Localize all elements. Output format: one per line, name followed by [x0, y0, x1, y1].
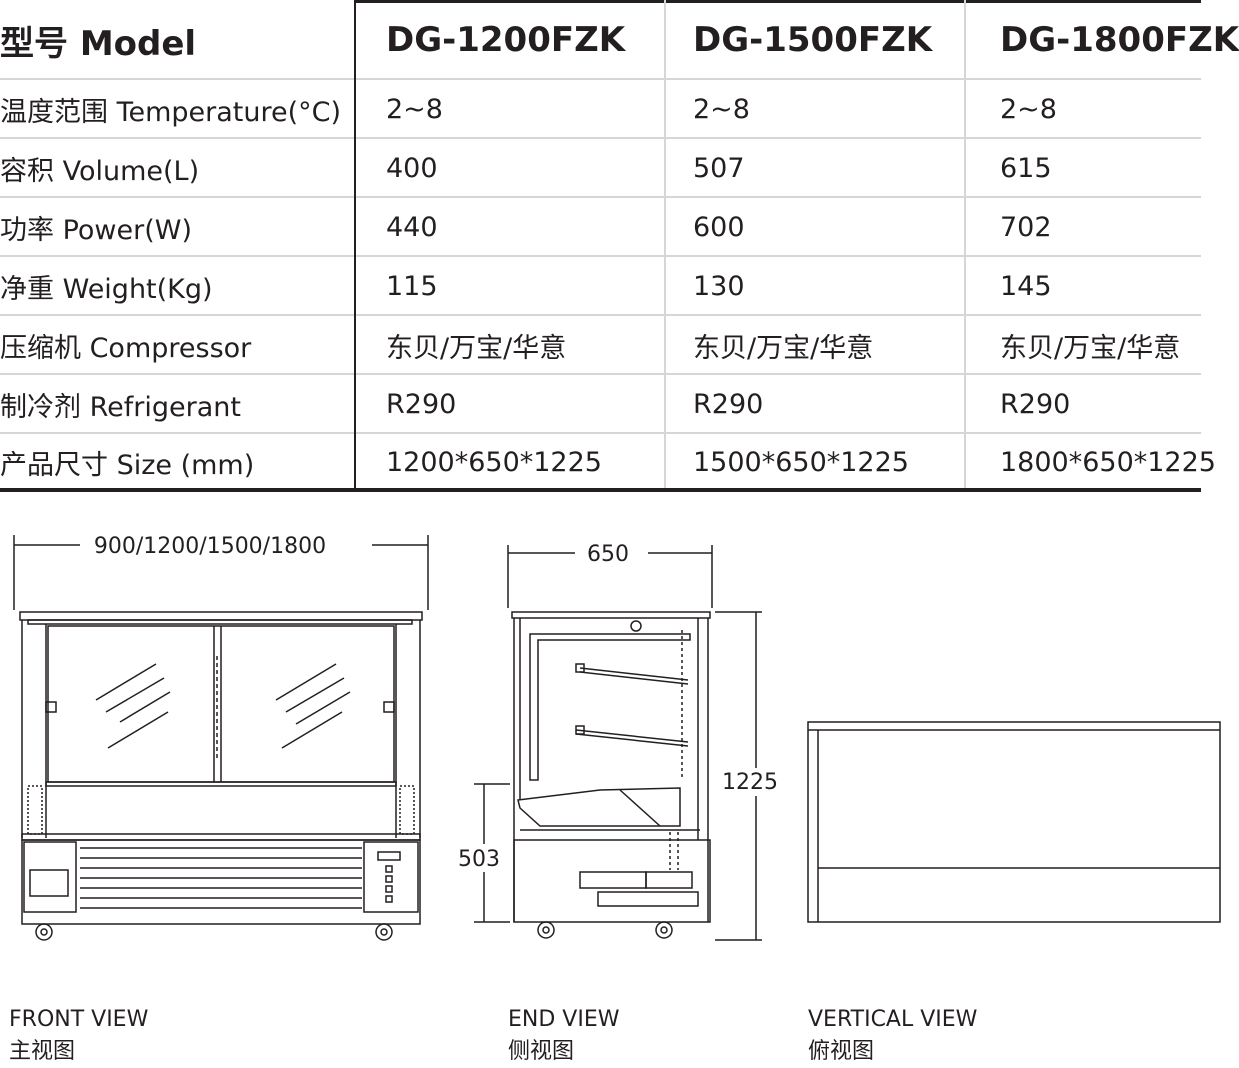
spec-table: 型号 Model DG-1200FZK DG-1500FZK DG-1800FZ…	[0, 0, 1239, 492]
column-divider	[664, 0, 666, 490]
row-divider	[0, 373, 1201, 375]
cell-value: R290	[693, 389, 764, 420]
model-header-3: DG-1800FZK	[1000, 20, 1239, 60]
cell-value: 615	[1000, 153, 1052, 184]
end-view-label-en: END VIEW	[508, 1007, 620, 1032]
cell-value: 130	[693, 271, 745, 302]
column-divider	[964, 0, 966, 490]
cell-value: 1500*650*1225	[693, 446, 909, 478]
row-divider	[0, 314, 1201, 316]
cell-value: 702	[1000, 212, 1052, 243]
end-view-label-zh: 侧视图	[508, 1039, 575, 1064]
row-label: 制冷剂 Refrigerant	[0, 392, 241, 423]
column-divider-main	[354, 0, 356, 492]
model-header-label: 型号 Model	[0, 23, 197, 64]
cell-value: 2~8	[1000, 94, 1057, 125]
front-view-label-en: FRONT VIEW	[9, 1007, 149, 1032]
row-label: 功率 Power(W)	[0, 215, 192, 246]
row-label: 温度范围 Temperature(°C)	[0, 97, 342, 128]
cell-value: 东贝/万宝/华意	[1000, 333, 1181, 364]
cell-value: 2~8	[693, 94, 750, 125]
row-divider	[0, 255, 1201, 257]
front-view-label-zh: 主视图	[9, 1039, 76, 1064]
cell-value: 1200*650*1225	[386, 446, 602, 478]
row-label: 压缩机 Compressor	[0, 333, 252, 364]
row-divider	[0, 196, 1201, 198]
table-header-row: 型号 Model DG-1200FZK DG-1500FZK DG-1800FZ…	[0, 0, 1239, 80]
row-divider	[0, 137, 1201, 139]
cell-value: 东贝/万宝/华意	[386, 333, 567, 364]
vertical-view-label-en: VERTICAL VIEW	[808, 1007, 978, 1032]
front-view-drawing	[13, 535, 429, 941]
cell-value: 440	[386, 212, 438, 243]
cell-value: 400	[386, 153, 438, 184]
table-row-power: 功率 Power(W) 440 600 702	[0, 198, 1201, 257]
row-divider	[0, 432, 1201, 434]
end-view-caption: END VIEW 侧视图	[508, 1004, 619, 1068]
table-row-size: 产品尺寸 Size (mm) 1200*650*1225 1500*650*12…	[0, 434, 1216, 490]
vertical-view-label-zh: 俯视图	[808, 1039, 875, 1064]
row-label: 容积 Volume(L)	[0, 156, 200, 187]
cell-value: 1800*650*1225	[1000, 446, 1216, 478]
table-row-refrigerant: 制冷剂 Refrigerant R290 R290 R290	[0, 375, 1201, 434]
cell-value: 600	[693, 212, 745, 243]
end-view-drawing	[474, 545, 762, 941]
cell-value: 115	[386, 271, 438, 302]
end-lower-height-dimension: 503	[458, 847, 500, 872]
end-depth-dimension: 650	[587, 542, 629, 567]
end-height-dimension: 1225	[722, 770, 778, 795]
model-header-2: DG-1500FZK	[693, 20, 933, 60]
table-row-weight: 净重 Weight(Kg) 115 130 145	[0, 257, 1201, 316]
technical-drawings: 900/1200/1500/1800 650 1225 503	[13, 534, 1221, 941]
table-row-temperature: 温度范围 Temperature(°C) 2~8 2~8 2~8	[0, 80, 1201, 139]
row-label: 净重 Weight(Kg)	[0, 274, 213, 305]
vertical-view-drawing	[807, 721, 1221, 923]
cell-value: R290	[1000, 389, 1071, 420]
table-top-rule	[355, 0, 1201, 3]
row-divider	[0, 78, 1201, 80]
table-bottom-rule	[0, 488, 1201, 492]
front-width-dimension: 900/1200/1500/1800	[94, 534, 326, 559]
model-header-1: DG-1200FZK	[386, 20, 626, 60]
table-row-compressor: 压缩机 Compressor 东贝/万宝/华意 东贝/万宝/华意 东贝/万宝/华…	[0, 316, 1201, 375]
table-row-volume: 容积 Volume(L) 400 507 615	[0, 139, 1201, 198]
cell-value: 2~8	[386, 94, 443, 125]
cell-value: 145	[1000, 271, 1052, 302]
cell-value: 东贝/万宝/华意	[693, 333, 874, 364]
vertical-view-caption: VERTICAL VIEW 俯视图	[808, 1004, 977, 1068]
cell-value: R290	[386, 389, 457, 420]
row-label: 产品尺寸 Size (mm)	[0, 449, 255, 481]
cell-value: 507	[693, 153, 745, 184]
front-view-caption: FRONT VIEW 主视图	[9, 1004, 148, 1068]
